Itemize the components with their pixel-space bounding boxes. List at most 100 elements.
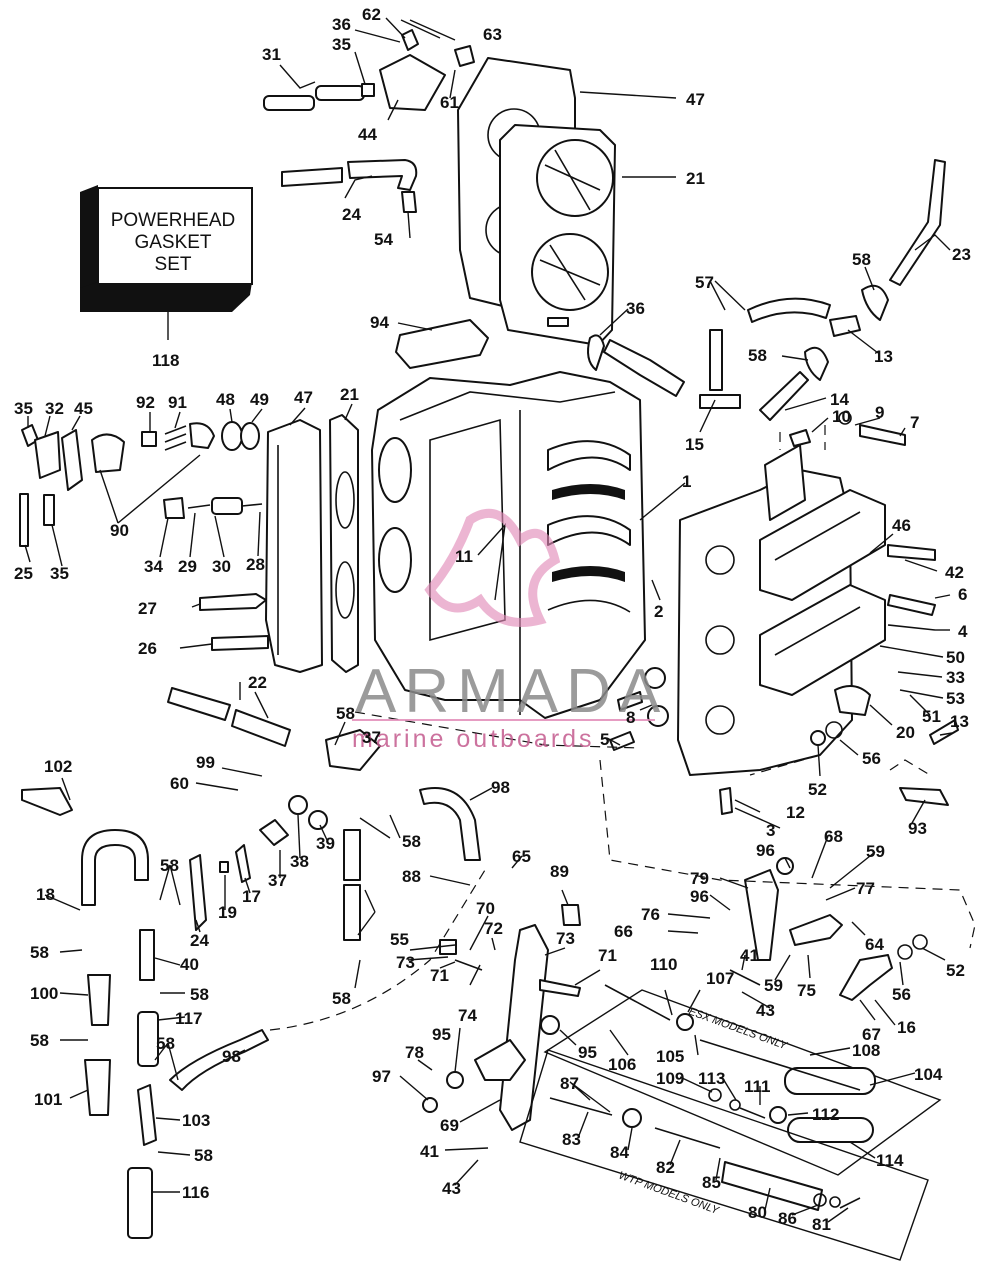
callout-96: 96 bbox=[756, 841, 775, 860]
callout-108: 108 bbox=[852, 1041, 880, 1060]
gasket-set-title-2: GASKET bbox=[134, 232, 211, 253]
callout-labels: 62 36 63 35 31 61 47 44 21 24 54 23 58 9… bbox=[14, 5, 971, 1234]
callout-71: 71 bbox=[598, 946, 617, 965]
callout-59: 59 bbox=[866, 842, 885, 861]
callout-48: 48 bbox=[216, 390, 235, 409]
callout-110: 110 bbox=[650, 955, 677, 974]
callout-92: 92 bbox=[136, 393, 155, 412]
callout-103: 103 bbox=[182, 1111, 210, 1130]
callout-58: 58 bbox=[30, 943, 49, 962]
callout-9: 9 bbox=[875, 403, 884, 422]
callout-5: 5 bbox=[600, 730, 609, 749]
callout-41: 41 bbox=[420, 1142, 439, 1161]
callout-22: 22 bbox=[248, 673, 267, 692]
callout-17: 17 bbox=[242, 887, 261, 906]
watermark-brand: ARMADA bbox=[355, 657, 668, 726]
callout-111: 111 bbox=[744, 1077, 771, 1096]
routing-lines bbox=[269, 425, 976, 1031]
callout-29: 29 bbox=[178, 557, 197, 576]
callout-68: 68 bbox=[824, 827, 843, 846]
callout-87: 87 bbox=[560, 1074, 579, 1093]
callout-58: 58 bbox=[336, 704, 355, 723]
callout-18: 18 bbox=[36, 885, 55, 904]
callout-14: 14 bbox=[830, 390, 849, 409]
watermark: ARMADA marine outboards bbox=[352, 508, 668, 753]
callout-76: 76 bbox=[641, 905, 660, 924]
callout-94: 94 bbox=[370, 313, 389, 332]
callout-93: 93 bbox=[908, 819, 927, 838]
callout-98: 98 bbox=[222, 1047, 241, 1066]
callout-10: 10 bbox=[832, 407, 851, 426]
callout-8: 8 bbox=[626, 708, 635, 727]
callout-67: 67 bbox=[862, 1025, 881, 1044]
callout-91: 91 bbox=[168, 393, 187, 412]
callout-112: 112 bbox=[812, 1105, 839, 1124]
crankcase-half bbox=[677, 444, 886, 776]
callout-46: 46 bbox=[892, 516, 911, 535]
callout-56: 56 bbox=[862, 749, 881, 768]
callout-106: 106 bbox=[608, 1055, 636, 1074]
callout-73: 73 bbox=[556, 929, 575, 948]
gasket-set-title-3: SET bbox=[155, 254, 192, 275]
callout-64: 64 bbox=[865, 935, 884, 954]
callout-6: 6 bbox=[958, 585, 967, 604]
callout-13: 13 bbox=[874, 347, 893, 366]
callout-28: 28 bbox=[246, 555, 265, 574]
callout-54: 54 bbox=[374, 230, 393, 249]
callout-113: 113 bbox=[698, 1069, 725, 1088]
callout-81: 81 bbox=[812, 1215, 831, 1234]
cylinder-block bbox=[371, 371, 646, 719]
top-hoses-fittings bbox=[263, 29, 946, 447]
callout-43: 43 bbox=[442, 1179, 461, 1198]
cylinder-head-cover-top bbox=[457, 57, 616, 346]
callout-19: 19 bbox=[218, 903, 237, 922]
leader-lines bbox=[24, 17, 953, 1223]
callout-72: 72 bbox=[484, 919, 503, 938]
callout-95: 95 bbox=[578, 1043, 597, 1062]
callout-27: 27 bbox=[138, 599, 157, 618]
callout-61: 61 bbox=[440, 93, 459, 112]
gasket-set-box: POWERHEAD GASKET SET bbox=[80, 185, 253, 340]
callout-33: 33 bbox=[946, 668, 965, 687]
callout-58: 58 bbox=[332, 989, 351, 1008]
callout-70: 70 bbox=[476, 899, 495, 918]
callout-2: 2 bbox=[654, 602, 663, 621]
callout-24: 24 bbox=[342, 205, 361, 224]
callout-58: 58 bbox=[402, 832, 421, 851]
callout-58: 58 bbox=[160, 856, 179, 875]
callout-78: 78 bbox=[405, 1043, 424, 1062]
callout-16: 16 bbox=[897, 1018, 916, 1037]
callout-36: 36 bbox=[332, 15, 351, 34]
callout-59: 59 bbox=[764, 976, 783, 995]
watermark-tagline: marine outboards bbox=[352, 725, 595, 753]
callout-21: 21 bbox=[340, 385, 359, 404]
callout-3: 3 bbox=[766, 821, 775, 840]
callout-57: 57 bbox=[695, 273, 714, 292]
callout-71: 71 bbox=[430, 966, 449, 985]
callout-58: 58 bbox=[190, 985, 209, 1004]
callout-95: 95 bbox=[432, 1025, 451, 1044]
callout-60: 60 bbox=[170, 774, 189, 793]
callout-77: 77 bbox=[856, 879, 875, 898]
callout-24: 24 bbox=[190, 931, 209, 950]
callout-117: 117 bbox=[175, 1009, 202, 1028]
callout-116: 116 bbox=[182, 1183, 209, 1202]
callout-41: 41 bbox=[740, 946, 759, 965]
linkage-parts bbox=[422, 544, 959, 1131]
callout-23: 23 bbox=[952, 245, 971, 264]
callout-53: 53 bbox=[946, 689, 965, 708]
callout-52: 52 bbox=[808, 780, 827, 799]
callout-42: 42 bbox=[945, 563, 964, 582]
gasket-set-title-1: POWERHEAD bbox=[111, 210, 236, 231]
callout-37: 37 bbox=[268, 871, 287, 890]
callout-85: 85 bbox=[702, 1173, 721, 1192]
callout-35: 35 bbox=[50, 564, 69, 583]
callout-79: 79 bbox=[690, 869, 709, 888]
callout-31: 31 bbox=[262, 45, 281, 64]
callout-34: 34 bbox=[144, 557, 163, 576]
callout-51: 51 bbox=[922, 707, 941, 726]
callout-98: 98 bbox=[491, 778, 510, 797]
callout-88: 88 bbox=[402, 867, 421, 886]
callout-4: 4 bbox=[958, 622, 968, 641]
callout-101: 101 bbox=[34, 1090, 62, 1109]
